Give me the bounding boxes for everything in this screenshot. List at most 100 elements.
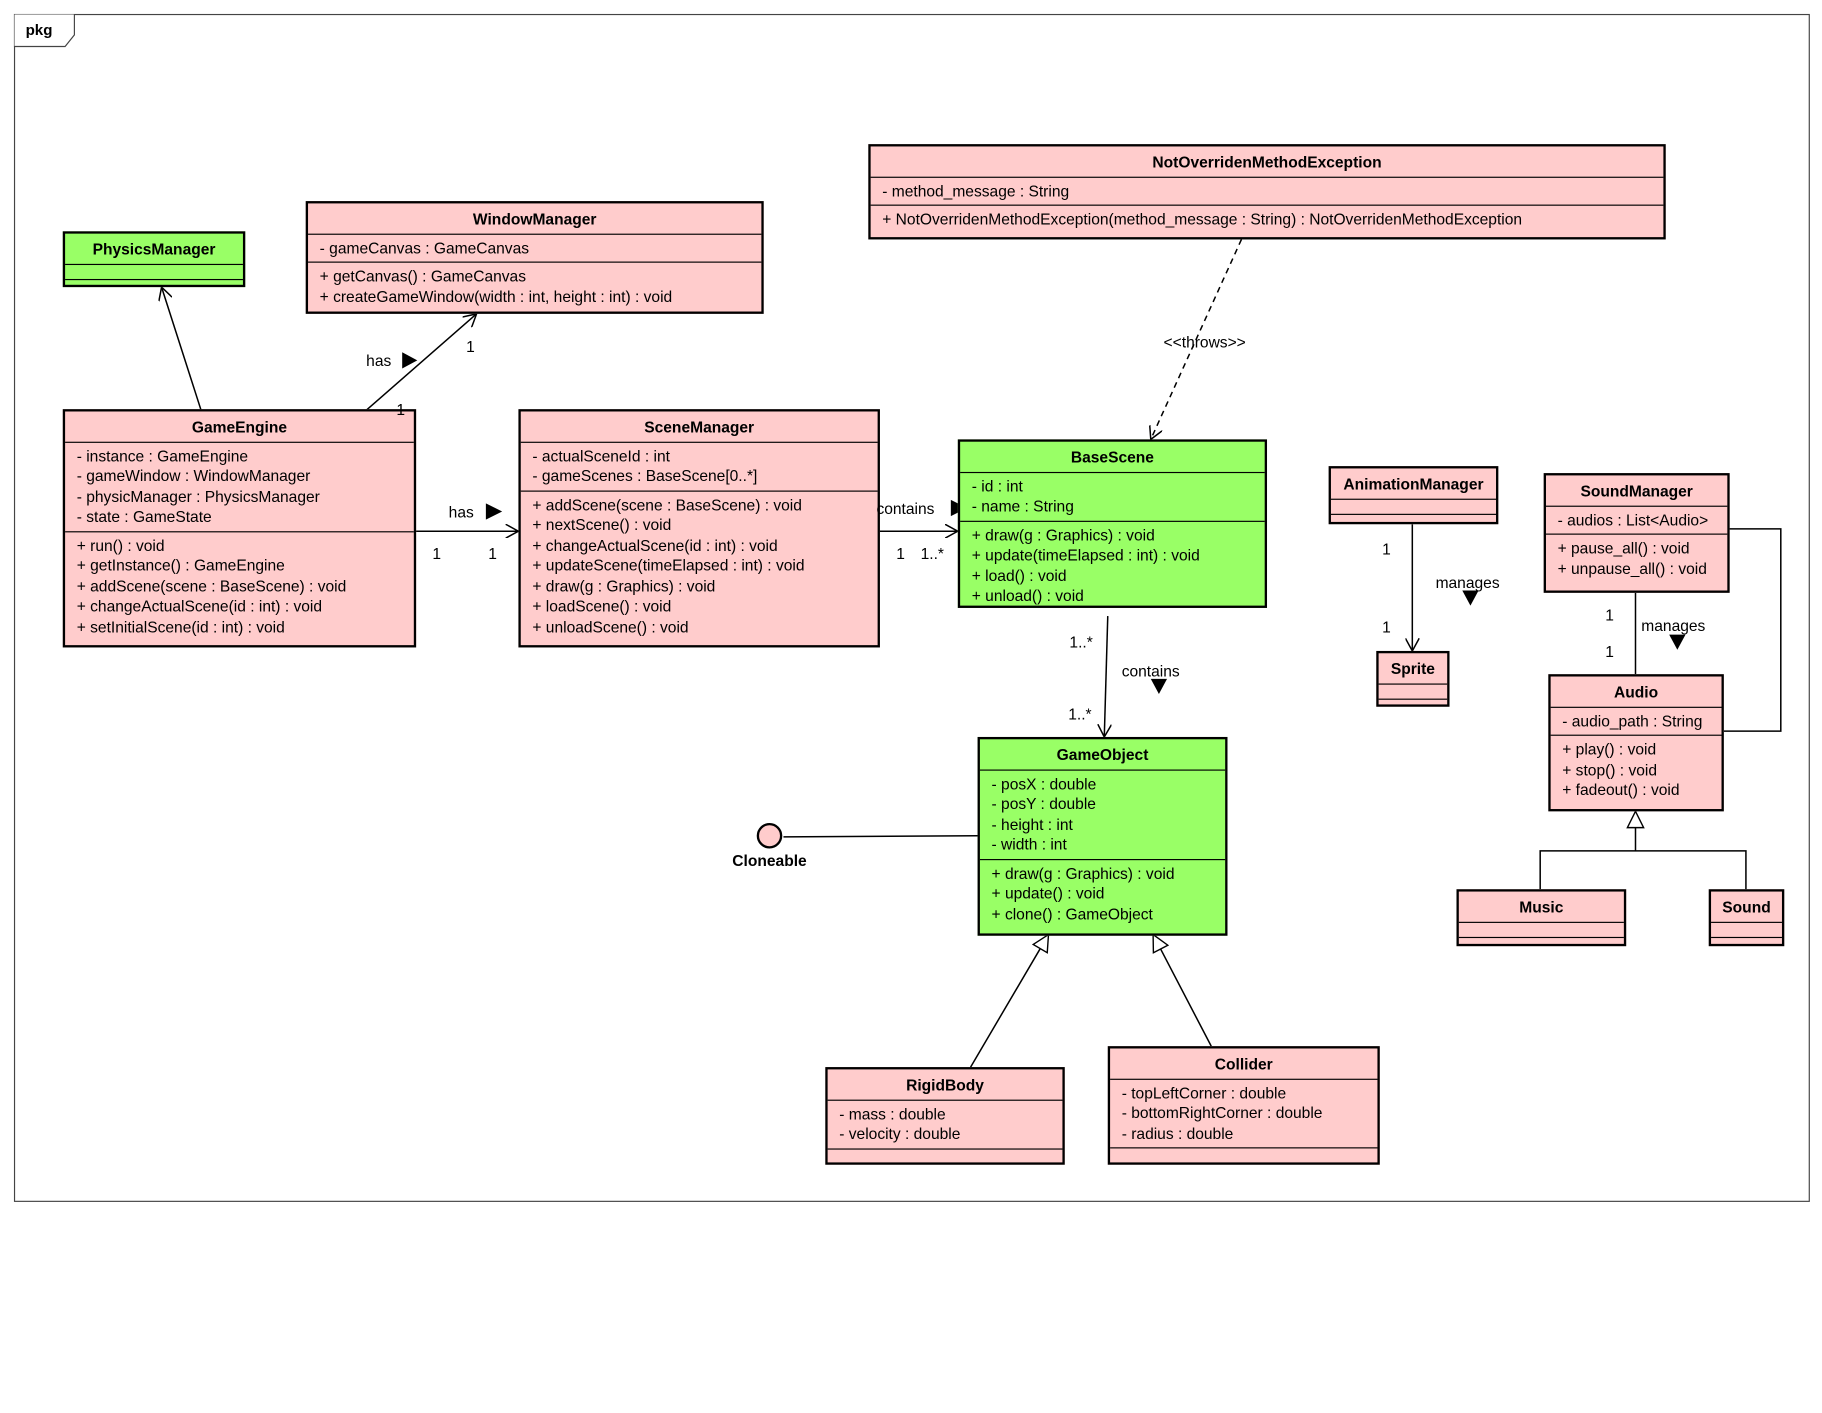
package-frame — [13, 13, 1810, 1202]
mult-scenemanager-end: 1 — [488, 545, 497, 563]
label-throws: <<throws>> — [1163, 333, 1246, 352]
attributes-section: - posX : double - posY : double - height… — [979, 770, 1226, 860]
line-engine-physics — [162, 287, 202, 411]
operations-section: + addScene(scene : BaseScene) : void + n… — [521, 491, 878, 640]
cloneable-interface-label: Cloneable — [732, 852, 807, 870]
class-basescene[interactable]: BaseScene - id : int - name : String + d… — [957, 439, 1268, 608]
attributes-section: - method_message : String — [870, 177, 1664, 206]
attributes-section: - gameCanvas : GameCanvas — [308, 234, 762, 263]
class-gameengine[interactable]: GameEngine - instance : GameEngine - gam… — [62, 409, 417, 648]
direction-arrow-contains-object — [1150, 678, 1168, 694]
attribute: - bottomRightCorner : double — [1121, 1104, 1323, 1122]
operation: + play() : void — [1562, 740, 1657, 758]
attribute: - actualSceneId : int — [532, 446, 670, 465]
class-physicsmanager[interactable]: PhysicsManager — [62, 231, 246, 288]
operation: + unload() : void — [971, 587, 1084, 605]
attribute: - posX : double — [991, 774, 1097, 793]
operations-section: + NotOverridenMethodException(method_mes… — [871, 206, 1664, 233]
class-name: RigidBody — [827, 1069, 1063, 1101]
operations-section: + play() : void + stop() : void + fadeou… — [1551, 736, 1722, 804]
operation: + changeActualScene(id : int) : void — [76, 597, 323, 615]
line-throws — [1151, 239, 1243, 439]
direction-arrow-manages-sprite — [1462, 590, 1479, 606]
operation: + NotOverridenMethodException(method_mes… — [882, 210, 1523, 228]
attribute: - instance : GameEngine — [76, 446, 249, 465]
operation: + getCanvas() : GameCanvas — [319, 267, 527, 285]
class-name: WindowManager — [308, 203, 762, 235]
operations-section — [1379, 699, 1448, 713]
attribute: - posY : double — [991, 795, 1096, 813]
class-name: Collider — [1110, 1048, 1378, 1080]
operation: + loadScene() : void — [532, 597, 672, 615]
line-music-tree — [1539, 850, 1636, 890]
attribute: - width : int — [991, 835, 1067, 854]
attributes-section — [1711, 922, 1782, 938]
line-collider-inherit — [1153, 935, 1212, 1047]
attribute: - gameScenes : BaseScene[0..*] — [532, 467, 758, 485]
mult-engine-scene: 1 — [432, 545, 442, 563]
operation: + createGameWindow(width : int, height :… — [319, 287, 673, 306]
class-notoverridenmethodexception[interactable]: NotOverridenMethodException - method_mes… — [868, 144, 1666, 240]
operation: + addScene(scene : BaseScene) : void — [76, 577, 347, 595]
attributes-section — [1330, 499, 1497, 515]
cloneable-interface-icon[interactable] — [756, 822, 783, 849]
attribute: - radius : double — [1121, 1124, 1234, 1143]
class-gameobject[interactable]: GameObject - posX : double - posY : doub… — [977, 736, 1228, 936]
class-music[interactable]: Music — [1456, 889, 1627, 947]
class-name: GameObject — [979, 739, 1226, 771]
class-name: Audio — [1550, 677, 1722, 708]
attribute: - velocity : double — [839, 1125, 961, 1143]
operations-section: + run() : void + getInstance() : GameEng… — [65, 532, 414, 641]
mult-soundmanager-end: 1 — [1605, 606, 1614, 625]
label-contains-scene: contains — [876, 499, 935, 518]
operation: + update(timeElapsed : int) : void — [971, 546, 1200, 564]
attributes-section — [1378, 684, 1448, 700]
operations-section: + draw(g : Graphics) : void + update() :… — [980, 860, 1225, 928]
label-has-window: has — [366, 352, 392, 370]
operation: + stop() : void — [1562, 760, 1658, 779]
class-scenemanager[interactable]: SceneManager - actualSceneId : int - gam… — [518, 409, 880, 648]
relationship-lines — [0, 239, 1782, 1068]
operation: + update() : void — [991, 884, 1105, 903]
class-audio[interactable]: Audio - audio_path : String + play() : v… — [1548, 674, 1724, 812]
class-animationmanager[interactable]: AnimationManager — [1328, 466, 1499, 525]
class-collider[interactable]: Collider - topLeftCorner : double - bott… — [1107, 1046, 1380, 1165]
attributes-section: - audio_path : String — [1550, 707, 1722, 736]
direction-arrow-has-scene — [485, 503, 503, 520]
class-name: GameEngine — [65, 411, 414, 443]
mult-window-end: 1 — [466, 338, 475, 356]
attributes-section — [1458, 922, 1624, 938]
class-name: NotOverridenMethodException — [870, 146, 1664, 178]
class-sprite[interactable]: Sprite — [1376, 650, 1450, 707]
attribute: - audios : List<Audio> — [1557, 510, 1709, 529]
mult-audio-end: 1 — [1605, 642, 1614, 661]
attribute: - height : int — [991, 815, 1073, 833]
class-name: PhysicsManager — [65, 234, 243, 265]
class-windowmanager[interactable]: WindowManager - gameCanvas : GameCanvas … — [305, 201, 764, 314]
operation: + unloadScene() : void — [532, 617, 689, 636]
attributes-section: - audios : List<Audio> — [1545, 506, 1728, 535]
mult-engine-window: 1 — [396, 401, 406, 419]
class-sound[interactable]: Sound — [1708, 889, 1785, 947]
attributes-section: - instance : GameEngine - gameWindow : W… — [65, 442, 414, 532]
class-name: Music — [1458, 892, 1624, 923]
mult-sprite-end: 1 — [1382, 618, 1391, 636]
mult-manager-contains: 1 — [896, 545, 905, 563]
operation: + run() : void — [76, 536, 165, 554]
operation: + changeActualScene(id : int) : void — [532, 536, 778, 554]
class-name: Sound — [1711, 892, 1782, 923]
operation: + pause_all() : void — [1557, 539, 1690, 557]
attribute: - physicManager : PhysicsManager — [76, 487, 320, 506]
mult-scene-object: 1..* — [1069, 633, 1093, 651]
mult-anim-end: 1 — [1382, 540, 1391, 558]
package-tab — [13, 13, 75, 48]
label-has-scene: has — [448, 503, 474, 521]
class-rigidbody[interactable]: RigidBody - mass : double - velocity : d… — [825, 1067, 1065, 1165]
attribute: - audio_path : String — [1562, 711, 1703, 730]
operation: + getInstance() : GameEngine — [76, 556, 285, 575]
class-soundmanager[interactable]: SoundManager - audios : List<Audio> + pa… — [1543, 473, 1730, 593]
attribute: - method_message : String — [882, 181, 1070, 200]
line-rigidbody-inherit — [969, 935, 1049, 1068]
class-name: SceneManager — [520, 411, 878, 443]
attributes-section: - actualSceneId : int - gameScenes : Bas… — [520, 442, 878, 492]
